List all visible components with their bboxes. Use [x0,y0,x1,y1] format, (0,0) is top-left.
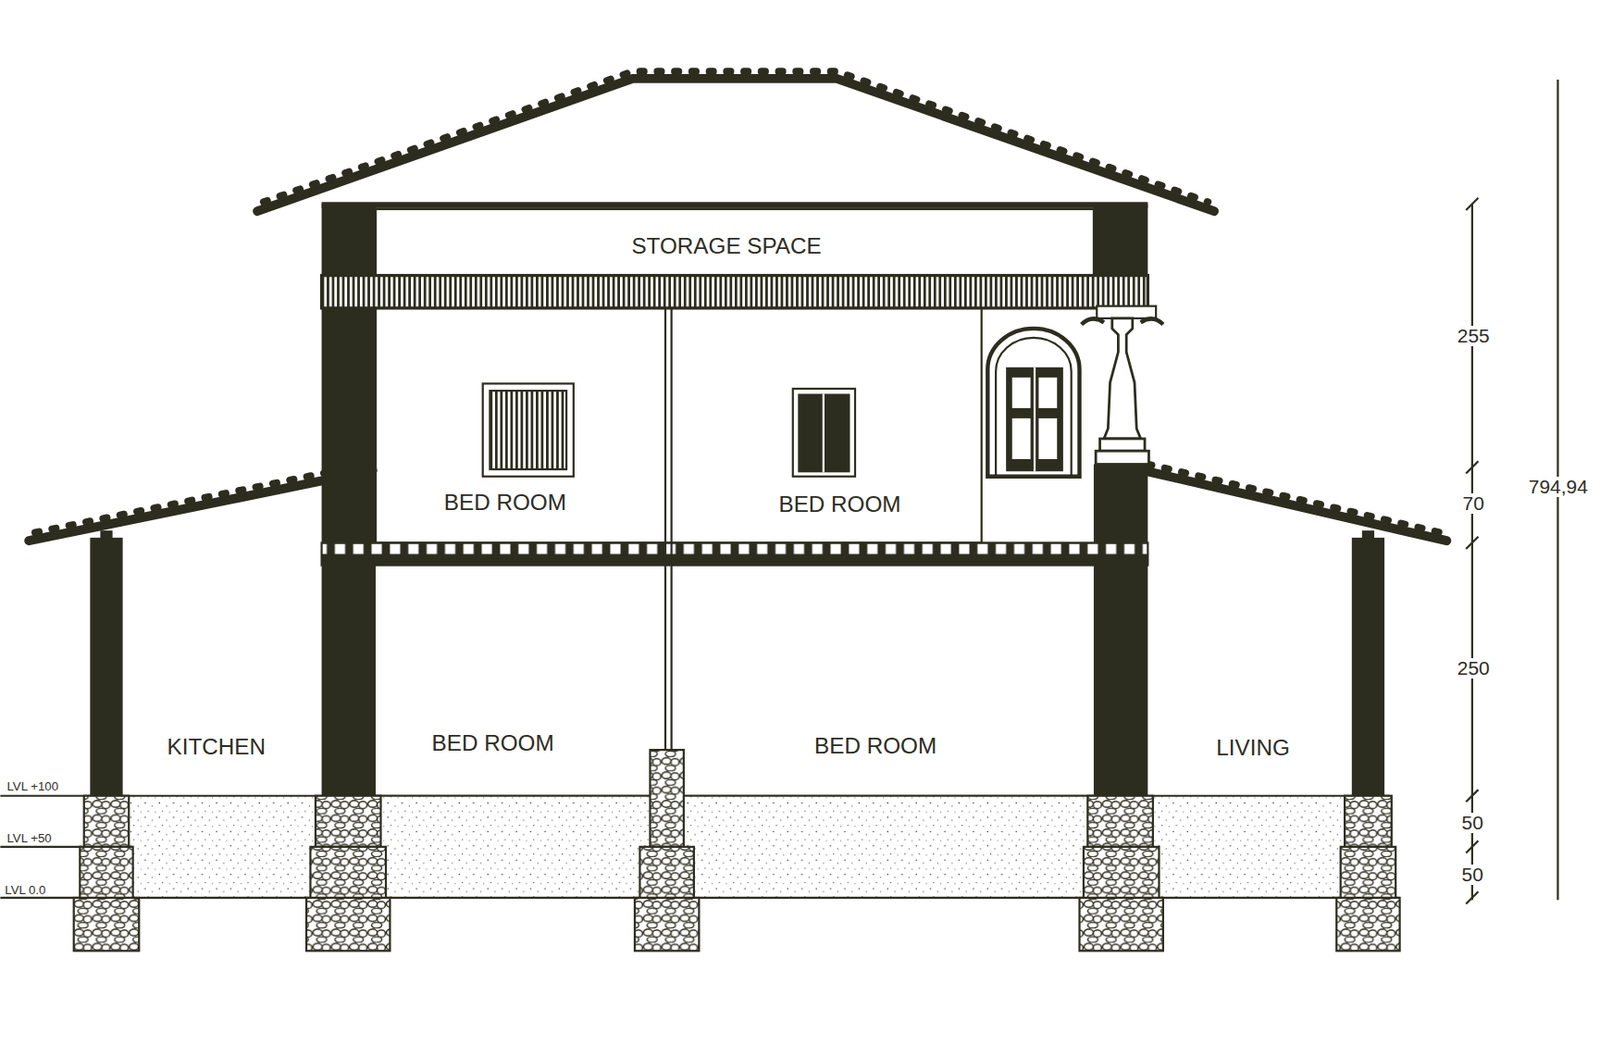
dimension-value: 70 [1461,493,1487,514]
room-name: KITCHEN [165,734,268,758]
room-name: BED ROOM [442,490,569,514]
room-name: BED ROOM [430,731,557,755]
dimension-value: 50 [1460,864,1486,885]
dimension-value: 794,94 [1526,476,1590,497]
dimension-value: 255 [1455,325,1492,347]
room-name: STORAGE SPACE [629,234,823,258]
room-name: LIVING [1214,736,1292,760]
dimension-value: 50 [1460,812,1486,833]
dimension-value: 250 [1455,657,1492,679]
room-name: BED ROOM [812,733,939,757]
level-label: LVL +100 [5,780,62,794]
level-label: LVL 0.0 [2,883,48,897]
room-name: BED ROOM [776,492,903,516]
level-label: LVL +50 [5,831,54,845]
